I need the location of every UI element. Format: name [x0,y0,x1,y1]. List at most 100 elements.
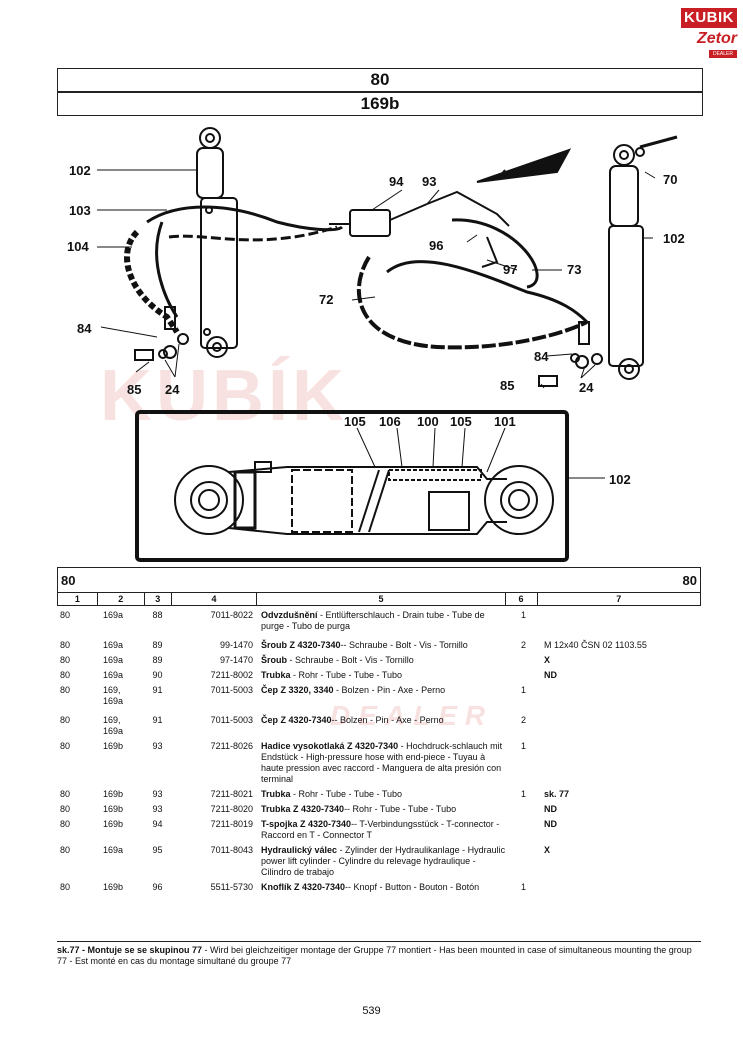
cell-group: 80 [60,640,71,650]
col-header-5: 5 [257,593,506,605]
cell-note: X [544,845,551,855]
cell-quantity: 2 [520,640,526,650]
cell-description: Knoflík Z 4320-7340-- Knopf - Button - B… [257,882,506,893]
cell-figure: 169b [103,804,124,814]
logo-zetor: Zetor [697,30,737,47]
cell-position: 93 [152,789,163,799]
description-translations: - Schraube - Bolt - Vis - Tornillo [287,655,414,665]
cell-figure: 169a [103,670,124,680]
callout-103: 103 [69,203,91,218]
callout-93: 93 [422,174,436,189]
cell-quantity: 1 [520,685,526,695]
callout-97: 97 [503,262,517,277]
cell-part-number: 7211-8002 [210,670,253,680]
description-translations: -- Rohr - Tube - Tube - Tubo [344,804,457,814]
figure-number: 169b [57,92,703,116]
cell-position: 89 [152,655,163,665]
cell-group: 80 [60,670,71,680]
cell-part-number: 5511-5730 [210,882,253,892]
cell-description: Čep Z 4320-7340-- Bolzen - Pin - Axe - P… [257,715,506,737]
callout-84-right: 84 [534,349,549,364]
col-header-1: 1 [58,593,98,605]
description-title: Hydraulický válec [261,845,338,855]
hose-73 [386,260,589,324]
description-translations: - Zylinder der Hydraulikanlage - Hydraul… [261,845,506,877]
cell-part-number: 7211-8019 [210,819,253,829]
description-title: Odvzdušnění [261,610,318,620]
cell-quantity [506,804,538,815]
cylinder-section-view [174,461,605,535]
description-title: Trubka [261,670,291,680]
cell-group: 80 [60,610,71,620]
cell-part-number: 7211-8021 [210,789,253,799]
footnote-bold: sk.77 - Montuje se se skupinou 77 [57,945,203,955]
cell-group: 80 [60,741,71,751]
cell-position: 88 [152,610,163,620]
cell-position: 93 [152,741,163,751]
description-translations: - Hochdruck-schlauch mit Endstück - High… [261,741,503,784]
col-header-3: 3 [145,593,172,605]
table-group-header: 80 80 [57,567,701,592]
hose-104 [124,229,180,334]
description-translations: -- Schraube - Bolt - Vis - Tornillo [340,640,468,650]
cell-figure: 169, 169a [103,685,124,706]
callout-102: 102 [69,163,91,178]
cell-quantity [506,819,538,841]
description-title: Šroub [261,655,287,665]
cell-figure: 169a [103,845,124,855]
cell-note [538,685,701,707]
description-title: T-spojka Z 4320-7340 [261,819,352,829]
description-translations: - Rohr - Tube - Tube - Tubo [290,789,403,799]
cell-description: Čep Z 3320, 3340 - Bolzen - Pin - Axe - … [257,685,506,707]
callout-24: 24 [165,382,180,397]
description-title: Čep Z 3320, 3340 [261,685,334,695]
cell-position: 91 [152,685,163,695]
cell-figure: 169a [103,640,124,650]
cell-position: 94 [152,819,163,829]
direction-arrow [476,148,572,183]
description-title: Čep Z 4320-7340 [261,715,332,725]
logo-dealer: DEALER [709,50,737,58]
hose-72 [356,255,588,350]
cell-part-number: 99-1470 [219,640,253,650]
cell-position: 90 [152,670,163,680]
cell-group: 80 [60,845,71,855]
callout-72: 72 [319,292,333,307]
cell-description: Odvzdušnění - Entlüfterschlauch - Drain … [257,610,506,632]
cell-figure: 169a [103,655,124,665]
callout-70: 70 [663,172,677,187]
description-title: Hadice vysokotlaká Z 4320-7340 [261,741,399,751]
cell-part-number: 7011-5003 [210,685,253,695]
callout-106: 106 [379,414,401,429]
col-header-4: 4 [172,593,258,605]
group-right: 80 [682,573,697,588]
description-translations: -- Knopf - Button - Bouton - Botón [345,882,480,892]
kubik-zetor-logo: KUBIK Zetor DEALER [681,8,737,60]
description-title: Trubka [261,789,291,799]
cell-description: T-spojka Z 4320-7340-- T-Verbindungsstüc… [257,819,506,841]
group-left: 80 [61,573,76,588]
description-translations: -- T-Verbindungsstück - T-connector - Ra… [261,819,500,840]
col-header-7: 7 [616,594,622,604]
callout-104: 104 [67,239,89,254]
cell-figure: 169b [103,819,124,829]
cell-description: Trubka - Rohr - Tube - Tube - Tubo [257,789,506,800]
callout-73: 73 [567,262,581,277]
cell-group: 80 [60,882,71,892]
cell-position: 89 [152,640,163,650]
cell-group: 80 [60,715,71,725]
cell-note: ND [544,670,557,680]
cell-quantity: 1 [520,789,526,799]
callout-105: 105 [344,414,366,429]
cell-part-number: 7211-8026 [210,741,253,751]
cell-position: 93 [152,804,163,814]
cell-group: 80 [60,819,71,829]
right-cylinder [608,135,678,380]
group-number: 80 [57,68,703,92]
description-translations: - Bolzen - Pin - Axe - Perno [333,685,446,695]
cell-note: M 12x40 ČSN 02 1103.55 [544,640,647,650]
